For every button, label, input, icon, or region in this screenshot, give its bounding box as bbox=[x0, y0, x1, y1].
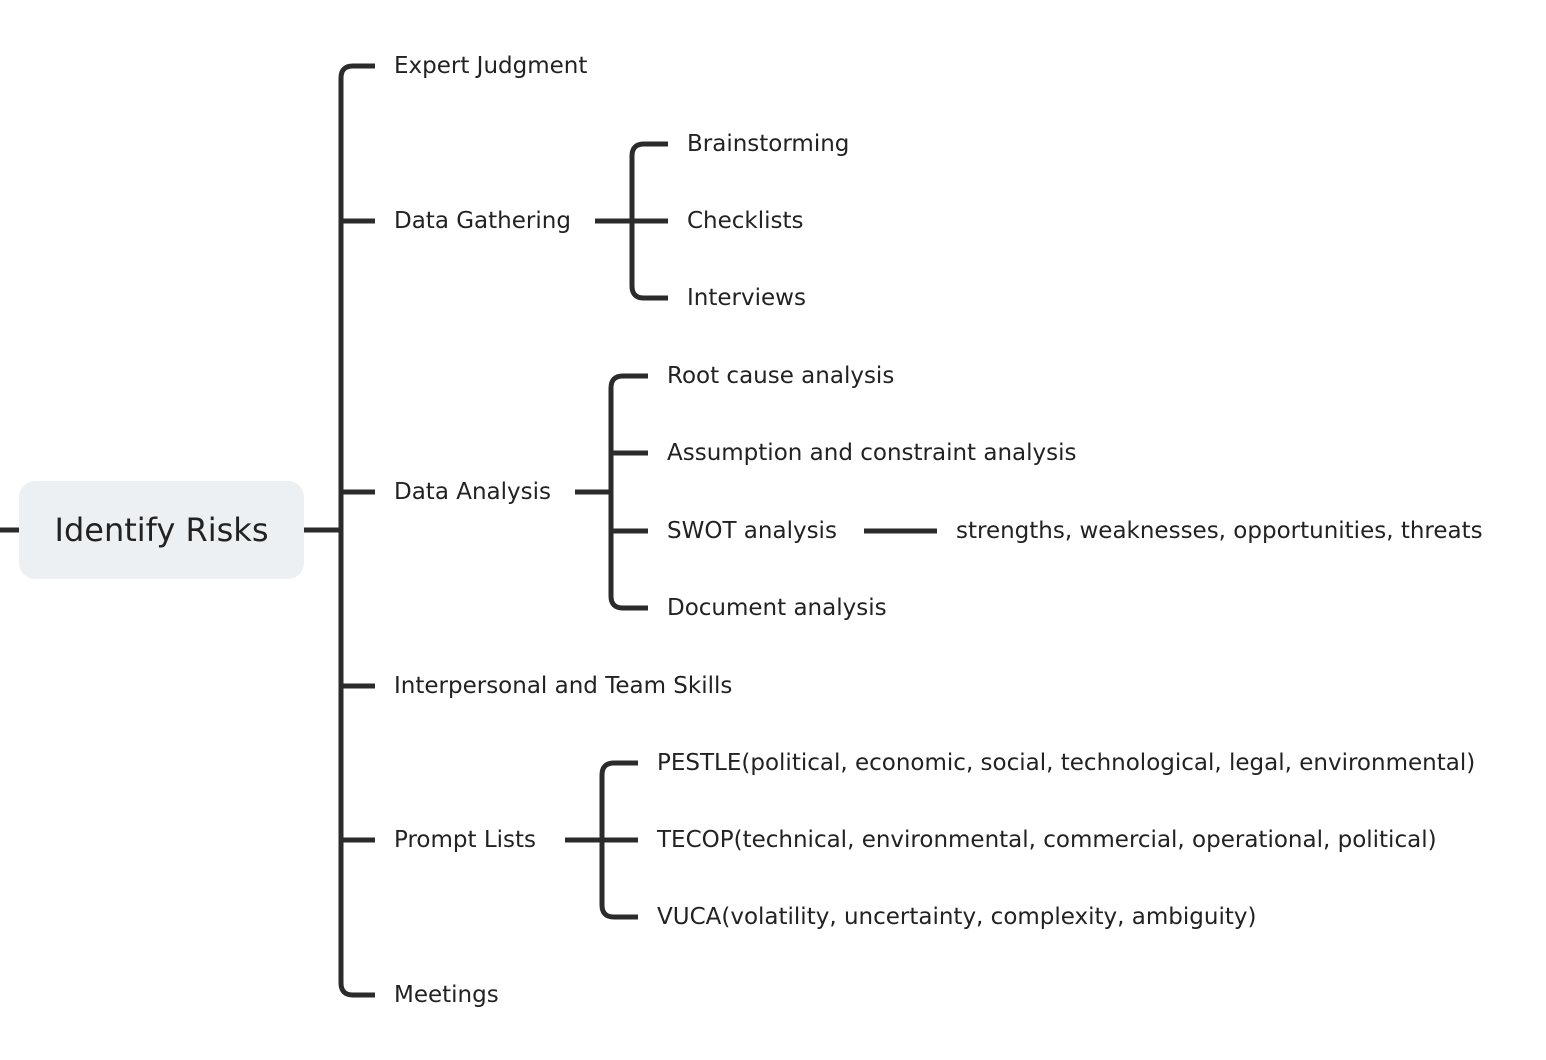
root-node-label: Identify Risks bbox=[54, 511, 269, 549]
node-brainstorming[interactable]: Brainstorming bbox=[687, 131, 850, 157]
node-interpersonal-team-skills[interactable]: Interpersonal and Team Skills bbox=[394, 673, 733, 699]
node-expert-judgment[interactable]: Expert Judgment bbox=[394, 53, 588, 79]
node-vuca[interactable]: VUCA(volatility, uncertainty, complexity… bbox=[657, 904, 1257, 930]
node-data-analysis[interactable]: Data Analysis bbox=[394, 479, 551, 505]
node-pestle[interactable]: PESTLE(political, economic, social, tech… bbox=[657, 750, 1476, 776]
node-tecop[interactable]: TECOP(technical, environmental, commerci… bbox=[657, 827, 1437, 853]
data-analysis-bracket bbox=[608, 373, 648, 611]
main-spine bbox=[338, 63, 375, 998]
node-checklists[interactable]: Checklists bbox=[687, 208, 804, 234]
root-node[interactable]: Identify Risks bbox=[19, 481, 304, 579]
node-meetings[interactable]: Meetings bbox=[394, 982, 499, 1008]
node-interviews[interactable]: Interviews bbox=[687, 285, 806, 311]
node-root-cause-analysis[interactable]: Root cause analysis bbox=[667, 363, 895, 389]
node-data-gathering[interactable]: Data Gathering bbox=[394, 208, 571, 234]
node-swot-detail[interactable]: strengths, weaknesses, opportunities, th… bbox=[956, 518, 1483, 544]
node-document-analysis[interactable]: Document analysis bbox=[667, 595, 887, 621]
node-assumption-constraint-analysis[interactable]: Assumption and constraint analysis bbox=[667, 440, 1077, 466]
node-swot-analysis[interactable]: SWOT analysis bbox=[667, 518, 837, 544]
node-prompt-lists[interactable]: Prompt Lists bbox=[394, 827, 537, 853]
